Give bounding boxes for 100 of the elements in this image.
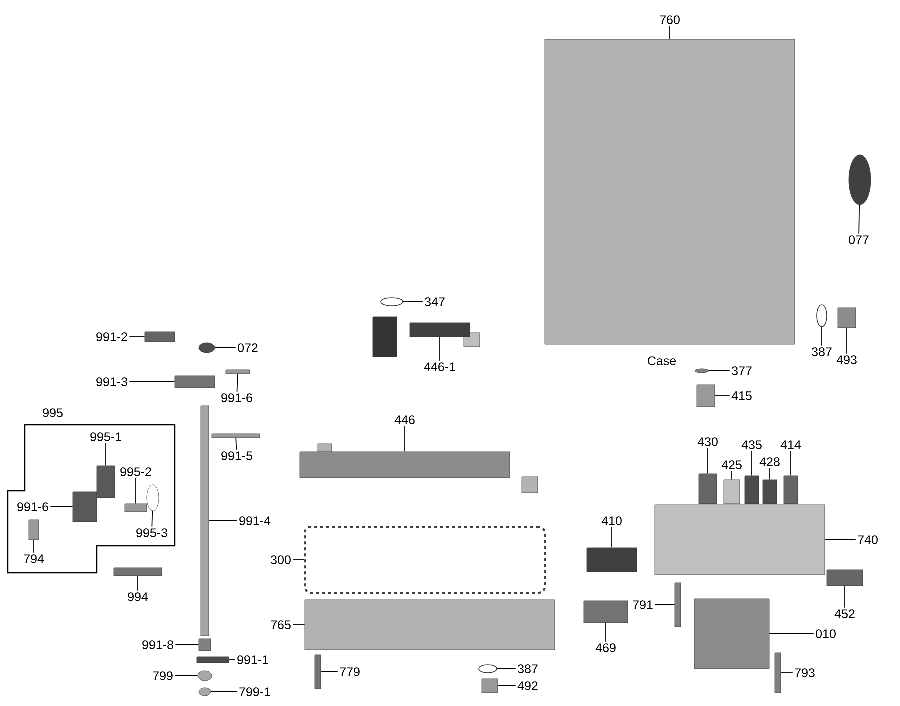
callout-number: 300	[271, 556, 291, 564]
seal-drawing	[848, 154, 872, 206]
callout-number: 991-3	[96, 378, 128, 386]
leader-line	[152, 510, 154, 528]
callout-number: 430	[698, 438, 718, 446]
shaft-drawing	[200, 406, 210, 636]
leader-line	[790, 450, 792, 476]
leader-line	[858, 204, 860, 234]
harness-drawing	[300, 444, 538, 494]
bushing-drawing	[198, 638, 212, 652]
connector-drawing	[586, 548, 638, 572]
spring-drawing	[146, 484, 160, 512]
sensor-drawing	[696, 384, 716, 408]
callout-number: 414	[780, 440, 802, 450]
callout-number: 493	[836, 356, 857, 364]
solenoid-drawing	[762, 480, 778, 504]
leader-line	[654, 604, 676, 606]
leader-line	[404, 426, 406, 452]
callout-number: 446-1	[424, 362, 456, 372]
leader-line	[496, 668, 516, 670]
node-label: 995	[43, 408, 63, 418]
gasket-drawing	[304, 526, 546, 594]
callout-number: 452	[834, 610, 855, 618]
washer-drawing	[198, 342, 216, 354]
leader-line	[236, 438, 238, 450]
callout-number: 765	[271, 620, 291, 630]
leader-line	[292, 624, 306, 626]
valve-body-drawing	[654, 504, 826, 576]
callout-number: 347	[425, 298, 445, 306]
rod-drawing	[114, 568, 162, 576]
nut-drawing	[198, 670, 212, 682]
callout-number: 991-1	[238, 656, 268, 664]
callout-number: 994	[128, 592, 148, 602]
callout-number: 072	[238, 344, 258, 352]
pin-drawing	[694, 368, 710, 374]
harness-drawing	[372, 316, 480, 358]
collar-drawing	[72, 492, 98, 522]
callout-number: 446	[394, 416, 415, 424]
callout-number: 740	[858, 536, 878, 544]
part-caption: Case	[648, 356, 676, 366]
callout-number: 077	[849, 236, 869, 244]
plug-drawing	[838, 308, 856, 328]
callout-number: 791	[633, 600, 653, 610]
lever-drawing	[196, 656, 230, 664]
callout-number: 991-2	[96, 332, 128, 342]
solenoid-drawing	[744, 476, 760, 504]
callout-number: 469	[596, 644, 616, 652]
plug-drawing	[482, 678, 498, 694]
solenoid-drawing	[826, 570, 864, 586]
callout-number: 799-1	[240, 688, 270, 696]
callout-number: 425	[722, 460, 742, 470]
callout-number: 387	[812, 348, 832, 356]
bolt-drawing	[314, 654, 322, 690]
bolt-drawing	[674, 582, 682, 628]
arm-drawing	[96, 466, 116, 498]
solenoid-drawing	[724, 480, 740, 504]
solenoid-drawing	[784, 476, 798, 504]
callout-number: 435	[742, 440, 762, 450]
o-ring-drawing	[380, 298, 404, 306]
leader-line	[129, 336, 146, 338]
pin-drawing	[212, 434, 260, 438]
callout-number: 991-5	[222, 452, 252, 460]
nut-drawing	[198, 688, 212, 696]
bolt-drawing	[774, 652, 782, 694]
o-ring-drawing	[816, 304, 828, 328]
callout-number: 991-6	[222, 394, 252, 402]
callout-number: 010	[816, 630, 836, 638]
callout-number: 779	[340, 668, 360, 676]
leader-line	[175, 644, 200, 646]
solenoid-drawing	[698, 474, 718, 504]
callout-number: 492	[518, 682, 538, 690]
callout-number: 794	[24, 554, 44, 564]
callout-number: 387	[518, 664, 538, 674]
o-ring-drawing	[478, 664, 498, 674]
leader-line	[236, 374, 238, 392]
pin-drawing	[226, 370, 250, 374]
callout-number: 995-1	[90, 432, 122, 442]
callout-number: 995-2	[120, 468, 152, 476]
callout-number: 991-8	[142, 640, 174, 650]
callout-number: 991-4	[240, 516, 271, 526]
leader-line	[708, 370, 730, 372]
leader-line	[780, 672, 794, 674]
bolt-drawing	[28, 520, 40, 540]
callout-number: 410	[602, 516, 622, 526]
leader-line	[208, 520, 238, 522]
callout-number: 793	[795, 668, 815, 678]
bracket-drawing	[144, 332, 176, 342]
lever-drawing	[174, 376, 216, 388]
callout-number: 377	[732, 366, 752, 376]
callout-number: 760	[660, 16, 680, 24]
callout-number: 995-3	[136, 528, 168, 538]
callout-number: 415	[732, 392, 752, 400]
oil-pan-drawing	[304, 600, 556, 650]
bracket-drawing	[584, 600, 628, 624]
callout-number: 991-6	[18, 502, 48, 512]
pin-drawing	[124, 504, 148, 512]
callout-number: 799	[153, 672, 173, 680]
leader-line	[50, 506, 74, 508]
leader-line	[844, 586, 846, 608]
case-drawing	[544, 39, 796, 345]
